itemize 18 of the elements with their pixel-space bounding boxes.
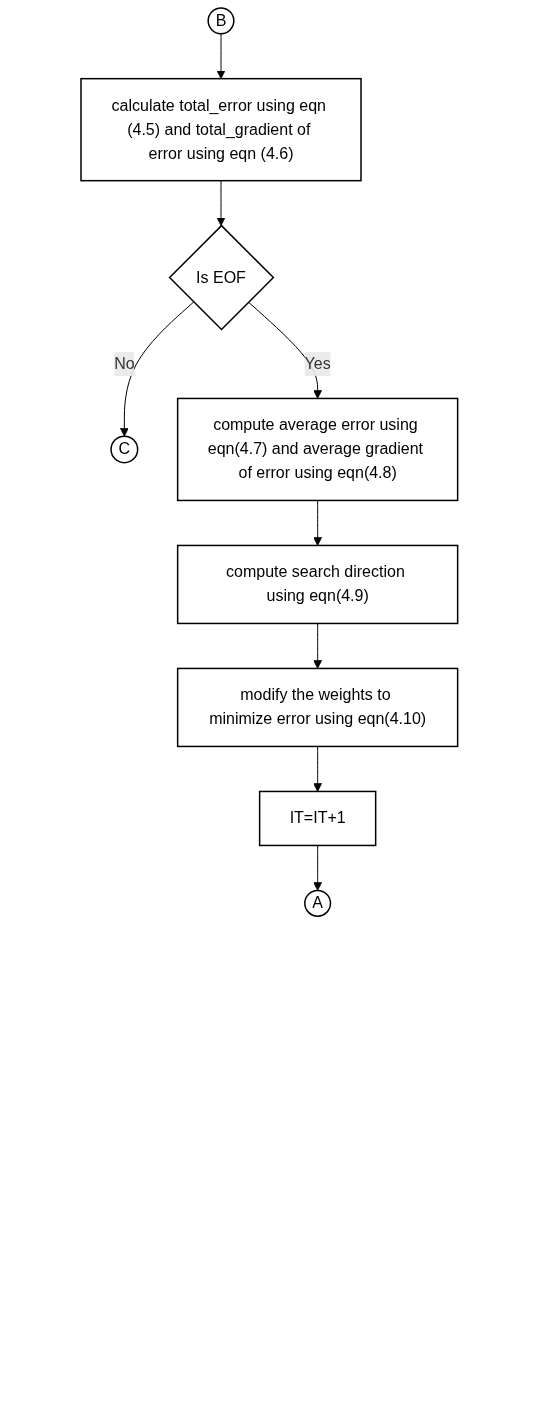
node-circle: C bbox=[110, 435, 139, 464]
node-box: modify the weights to minimize error using eqn(4.10) bbox=[176, 667, 459, 748]
arrow bbox=[119, 301, 194, 437]
node-box: calculate total_error using eqn (4.5) and total_gradient of error using eqn (4.6) bbox=[79, 77, 362, 182]
node-circle: A bbox=[303, 889, 331, 917]
arrow bbox=[312, 745, 322, 792]
node-box: compute search direction using eqn(4.9) bbox=[176, 544, 459, 625]
edge-label: No bbox=[113, 354, 135, 372]
arrow bbox=[312, 622, 322, 669]
node-circle: B bbox=[207, 7, 235, 35]
edge-label: Yes bbox=[304, 354, 331, 372]
arrow bbox=[216, 33, 226, 80]
node-diamond: Is EOF bbox=[168, 224, 275, 331]
arrow bbox=[312, 844, 322, 891]
arrow bbox=[312, 499, 322, 546]
arrow bbox=[216, 180, 226, 227]
node-box: IT=IT+1 bbox=[258, 790, 377, 847]
node-box: compute average error using eqn(4.7) and average gradient of error using eqn(4.8) bbox=[176, 397, 459, 502]
